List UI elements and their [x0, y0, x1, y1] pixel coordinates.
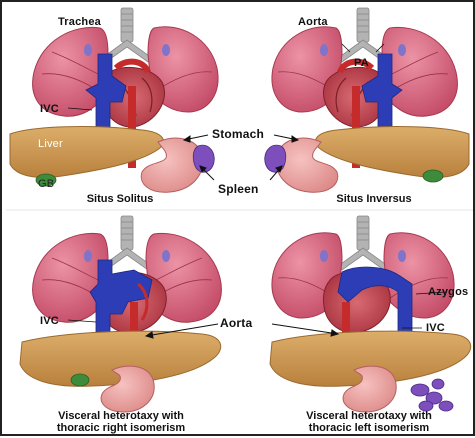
- label-aorta-bottom: Aorta: [220, 317, 252, 329]
- polysplenia: [411, 379, 453, 411]
- gallbladder-3: [71, 374, 89, 386]
- quadrant-right-isomerism: [20, 216, 221, 412]
- label-aorta-top: Aorta: [298, 16, 328, 28]
- label-spleen: Spleen: [218, 183, 259, 195]
- quadrant-situs-solitus: [10, 8, 218, 192]
- label-stomach: Stomach: [212, 128, 264, 140]
- right-lung-2: [382, 27, 457, 116]
- quadrant-situs-inversus: [265, 8, 469, 192]
- caption-situs-solitus: Situs Solitus: [60, 193, 180, 205]
- caption-left-isomerism-line2: thoracic left isomerism: [264, 422, 474, 434]
- quadrant-left-isomerism: [270, 216, 471, 412]
- label-pa: PA: [354, 57, 369, 69]
- caption-left-isomerism-line1: Visceral heterotaxy with: [264, 410, 474, 422]
- liver-2: [316, 127, 469, 178]
- caption-right-isomerism-line2: thoracic right isomerism: [16, 422, 226, 434]
- gallbladder-2: [423, 170, 443, 182]
- trachea-4: [338, 216, 388, 270]
- label-ivc-q4: IVC: [426, 322, 445, 334]
- label-azygos: Azygos: [428, 286, 468, 298]
- caption-right-isomerism-line1: Visceral heterotaxy with: [16, 410, 226, 422]
- label-ivc-q3: IVC: [40, 315, 59, 327]
- label-liver: Liver: [38, 138, 63, 150]
- label-ivc-q1: IVC: [40, 103, 59, 115]
- caption-situs-inversus: Situs Inversus: [314, 193, 434, 205]
- label-gb: GB: [38, 178, 54, 190]
- liver: [10, 127, 163, 178]
- spleen-2: [265, 145, 286, 172]
- label-trachea: Trachea: [58, 16, 101, 28]
